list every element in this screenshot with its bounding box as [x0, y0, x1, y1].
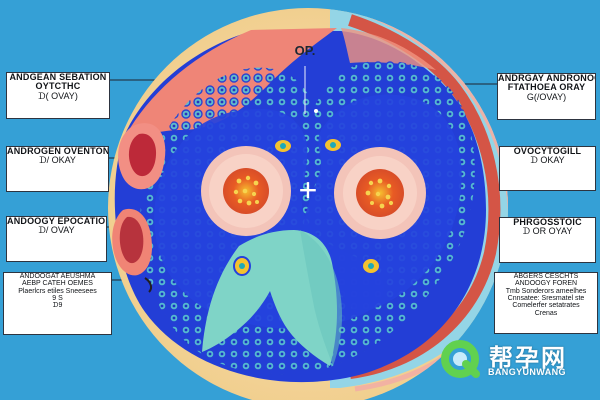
center-plus-symbol: +: [299, 172, 318, 208]
watermark-logo-icon: [441, 340, 480, 378]
right-top-line-2: FTATHOEA ORAY: [507, 82, 586, 93]
left-top-label: ANDGEAN SEBATION OYTCTHC ᗪ( OVAY): [6, 72, 110, 119]
left-bottom-label: ANDOOGAT AEUSHMA AEBP CATEH OEMES Plaerl…: [3, 272, 112, 335]
center-marker-dot: [314, 109, 318, 113]
right-mid-line-2: ᗪ OKAY: [530, 155, 565, 166]
right-low-line-1: PHRGOSSTOIC: [513, 217, 582, 227]
right-mid-line-1: OVOCYTOGILL: [513, 146, 582, 156]
follicle-dots: [233, 175, 394, 209]
right-top-line-3: G(/OVAY): [526, 91, 567, 102]
right-low-label: PHRGOSSTOIC ᗪ OR OYAY: [499, 217, 596, 263]
right-bottom-line-3: Tmb Sonderors ameelhes: [505, 287, 587, 295]
red-vessel-band: [348, 14, 501, 379]
watermark-name: 帮孕网: [489, 343, 567, 372]
left-low-line-1: ANDOOGY EPOCATIONS: [7, 216, 106, 226]
left-top-line-2: OYTCTHC: [35, 81, 81, 92]
right-follicle-core: [356, 169, 404, 217]
left-mid-line-2: ᗪ/ OKAY: [39, 155, 76, 166]
center-label-text: OP.: [295, 43, 316, 58]
left-bottom-line-5: ᗪ9: [52, 302, 63, 310]
right-top-line-1: ANDRGAY ANDRONOGIC: [498, 73, 595, 83]
right-bottom-line-1: ABGERS CESCHTS: [513, 273, 579, 280]
teal-shadow: [300, 230, 343, 366]
right-top-label: ANDRGAY ANDRONOGIC FTATHOEA ORAY G(/OVAY…: [497, 73, 596, 120]
right-bottom-line-4: Cnnsatee: Sresmatel ste: [507, 295, 585, 303]
left-low-label: ANDOOGY EPOCATIONS ᗪ/ OVAY: [6, 216, 107, 262]
left-bottom-line-3: Plaerlcrs etiles Sneesees: [18, 287, 97, 295]
left-top-line-3: ᗪ( OVAY): [38, 90, 78, 101]
right-low-line-2: ᗪ OR OYAY: [522, 226, 573, 237]
upper-right-pink-edge: [341, 28, 436, 70]
left-bottom-line-4: 9 S: [52, 295, 63, 303]
right-bottom-line-6: Crenas: [534, 309, 558, 317]
left-mid-line-1: ANDROGEN OVENTON: [7, 146, 109, 156]
right-mid-label: OVOCYTOGILL ᗪ OKAY: [499, 146, 596, 191]
right-bottom-line-2: ANDOOGY FOREN: [514, 280, 578, 288]
small-follicles: [233, 137, 381, 276]
right-bottom-line-5: Comelerfer setatrates: [512, 302, 580, 310]
left-low-line-2: ᗪ/ OVAY: [38, 225, 75, 236]
watermark: 帮孕网 BANGYUNWANG: [437, 336, 582, 384]
left-side-vessels: [112, 123, 166, 293]
left-top-line-1: ANDGEAN SEBATION: [9, 72, 107, 82]
left-bottom-line-1: ANDOOGAT AEUSHMA: [19, 273, 96, 280]
left-mid-label: ANDROGEN OVENTON ᗪ/ OKAY: [6, 146, 109, 192]
right-bottom-label: ABGERS CESCHTS ANDOOGY FOREN Tmb Sondero…: [494, 272, 598, 334]
watermark-subtitle: BANGYUNWANG: [488, 367, 566, 377]
left-bottom-line-2: AEBP CATEH OEMES: [22, 280, 93, 288]
